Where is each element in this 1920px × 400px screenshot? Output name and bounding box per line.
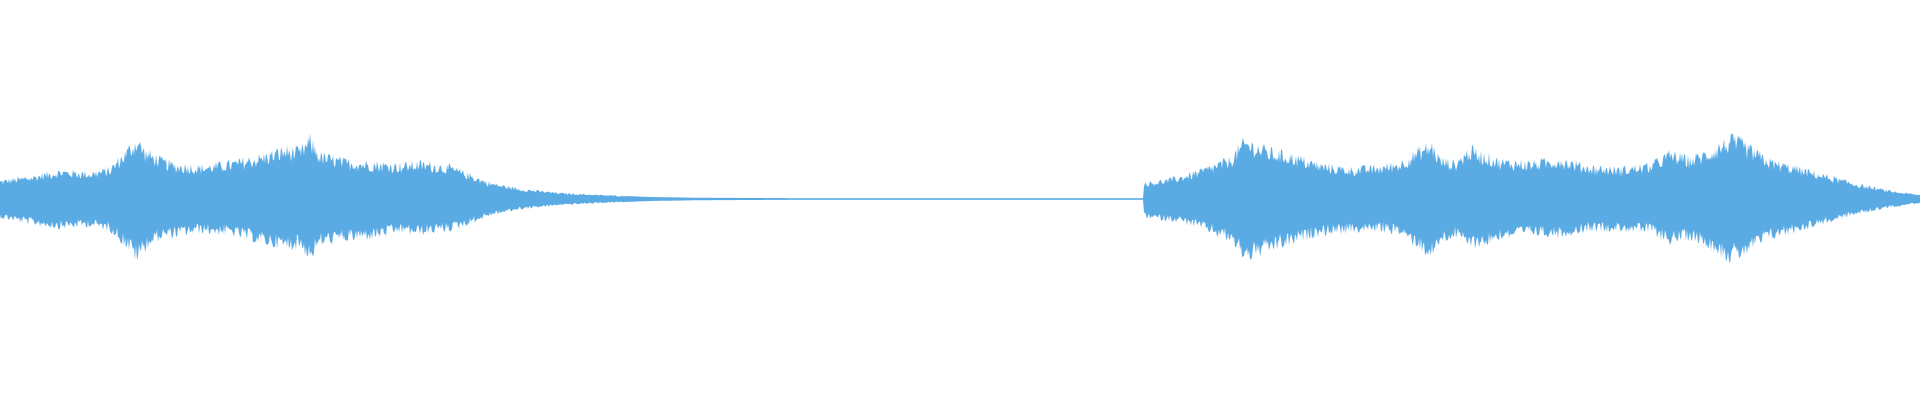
- waveform-graphic: [0, 133, 1920, 264]
